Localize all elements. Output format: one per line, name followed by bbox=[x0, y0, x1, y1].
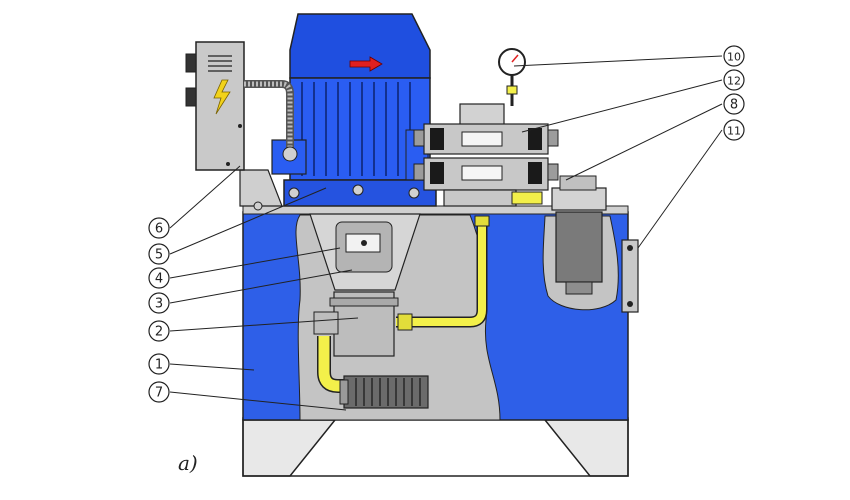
callout-10-label: 10 bbox=[727, 51, 741, 64]
return-filter bbox=[551, 175, 607, 295]
cable-conduit bbox=[244, 80, 298, 162]
pressure-pipe bbox=[396, 215, 490, 331]
suction-pipe bbox=[317, 336, 350, 393]
callout-6-label: 6 bbox=[155, 222, 163, 237]
callout-1: 1 bbox=[148, 353, 170, 375]
callout-10: 10 bbox=[723, 45, 745, 67]
callout-2: 2 bbox=[148, 320, 170, 342]
electrical-box bbox=[185, 41, 245, 171]
base-frame bbox=[242, 417, 629, 477]
callout-7-label: 7 bbox=[155, 386, 163, 401]
callout-7: 7 bbox=[148, 381, 170, 403]
callout-3: 3 bbox=[148, 292, 170, 314]
callout-4: 4 bbox=[148, 267, 170, 289]
callout-5-label: 5 bbox=[155, 248, 163, 263]
callout-1-label: 1 bbox=[155, 358, 163, 373]
callout-3-label: 3 bbox=[155, 297, 163, 312]
callout-11-label: 11 bbox=[727, 125, 741, 138]
callout-12: 12 bbox=[723, 69, 745, 91]
electric-motor bbox=[271, 13, 437, 207]
callout-6: 6 bbox=[148, 217, 170, 239]
callout-12-label: 12 bbox=[727, 75, 741, 88]
callout-8: 8 bbox=[723, 93, 745, 115]
callout-2-label: 2 bbox=[155, 325, 163, 340]
lightning-icon bbox=[213, 79, 231, 115]
leader-lines bbox=[169, 55, 723, 411]
motor-bracket bbox=[239, 169, 283, 211]
valve-stack bbox=[413, 103, 559, 207]
direction-arrow-icon bbox=[349, 56, 383, 72]
callout-11: 11 bbox=[723, 119, 745, 141]
callout-5: 5 bbox=[148, 243, 170, 265]
callout-4-label: 4 bbox=[155, 272, 163, 287]
suction-filter bbox=[339, 375, 429, 409]
level-indicator bbox=[621, 239, 639, 313]
hydraulic-pump bbox=[313, 291, 399, 357]
callout-8-label: 8 bbox=[730, 98, 738, 113]
pressure-gauge-icon bbox=[498, 48, 526, 106]
figure-label: a) bbox=[178, 451, 198, 475]
bell-housing bbox=[309, 213, 421, 291]
